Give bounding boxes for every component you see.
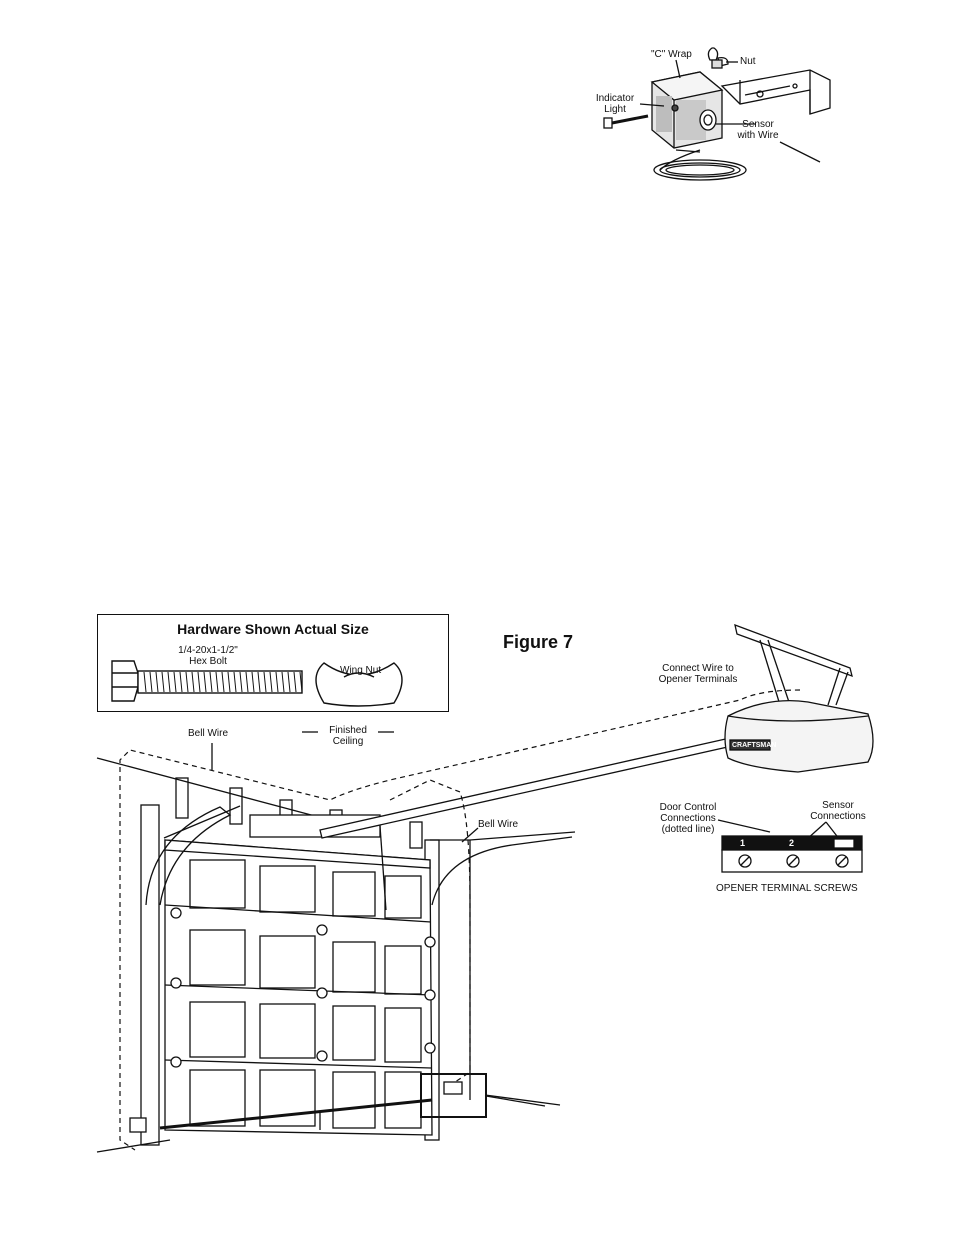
terminal-1-label: 1 — [740, 838, 745, 849]
terminal-2-label: 2 — [789, 838, 794, 849]
connect-wire-label: Connect Wire to Opener Terminals — [648, 663, 748, 685]
bell-wire-left-label: Bell Wire — [188, 728, 228, 739]
door-control-label: Door Control Connections (dotted line) — [650, 802, 726, 835]
opener-brand-label: CRAFTSMAN — [732, 740, 776, 751]
sensor-connections-label: Sensor Connections — [800, 800, 876, 822]
bell-wire-right-label: Bell Wire — [478, 819, 518, 830]
finished-ceiling-label: Finished Ceiling — [318, 725, 378, 747]
terminal-screws-label: OPENER TERMINAL SCREWS — [716, 883, 858, 894]
